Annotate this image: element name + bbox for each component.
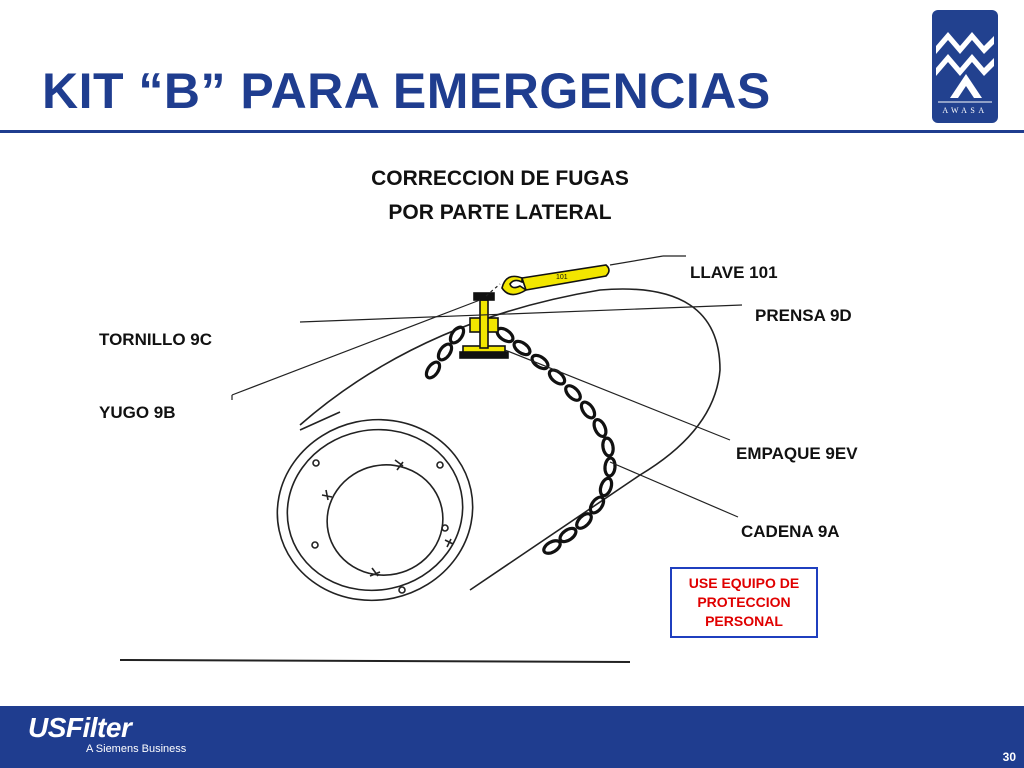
slide-title: KIT “B” PARA EMERGENCIAS	[42, 63, 771, 119]
callout-yugo: YUGO 9B	[99, 403, 176, 422]
awasa-logo: AWASA	[932, 10, 998, 123]
leader-tornillo	[231, 299, 481, 396]
leader-prensa	[299, 304, 743, 323]
awasa-logo-mark	[936, 32, 994, 103]
heading-line-2: POR PARTE LATERAL	[388, 201, 612, 224]
footer-bar: USFilter A Siemens Business 30	[0, 706, 1024, 768]
callout-cadena: CADENA 9A	[741, 522, 840, 541]
pipe-end-outer	[276, 418, 474, 602]
leader-cadena	[609, 461, 739, 518]
pipe-bore	[326, 464, 444, 576]
svg-text:101: 101	[556, 274, 568, 281]
pipe-repair-diagram: 101	[119, 255, 743, 663]
slide-number: 30	[1002, 750, 1016, 764]
callout-prensa: PRENSA 9D	[755, 306, 852, 325]
callout-empaque: EMPAQUE 9EV	[736, 444, 858, 463]
clamp-assembly	[459, 292, 509, 359]
pipe-body	[299, 288, 721, 591]
usfilter-logo: USFilter	[28, 712, 132, 743]
brand-subtitle: A Siemens Business	[86, 743, 187, 755]
logo-text: AWASA	[942, 106, 988, 115]
leader-empaque	[504, 349, 731, 441]
warning-line-2: PROTECCION	[697, 594, 791, 610]
leader-llave	[609, 255, 664, 266]
callout-llave: LLAVE 101	[690, 263, 778, 282]
chain	[424, 325, 617, 555]
ppe-warning-box: USE EQUIPO DE PROTECCION PERSONAL	[670, 567, 818, 638]
warning-line-3: PERSONAL	[705, 613, 783, 629]
heading-line-1: CORRECCION DE FUGAS	[371, 167, 629, 190]
title-rule	[0, 130, 1024, 133]
wrench-tool: 101	[501, 264, 610, 296]
pipe-bottom-edge	[119, 659, 631, 663]
warning-line-1: USE EQUIPO DE	[688, 575, 800, 591]
diagram-heading: CORRECCION DE FUGAS POR PARTE LATERAL	[300, 162, 700, 230]
callout-tornillo: TORNILLO 9C	[99, 330, 213, 349]
pipe-end-ring	[286, 428, 464, 592]
